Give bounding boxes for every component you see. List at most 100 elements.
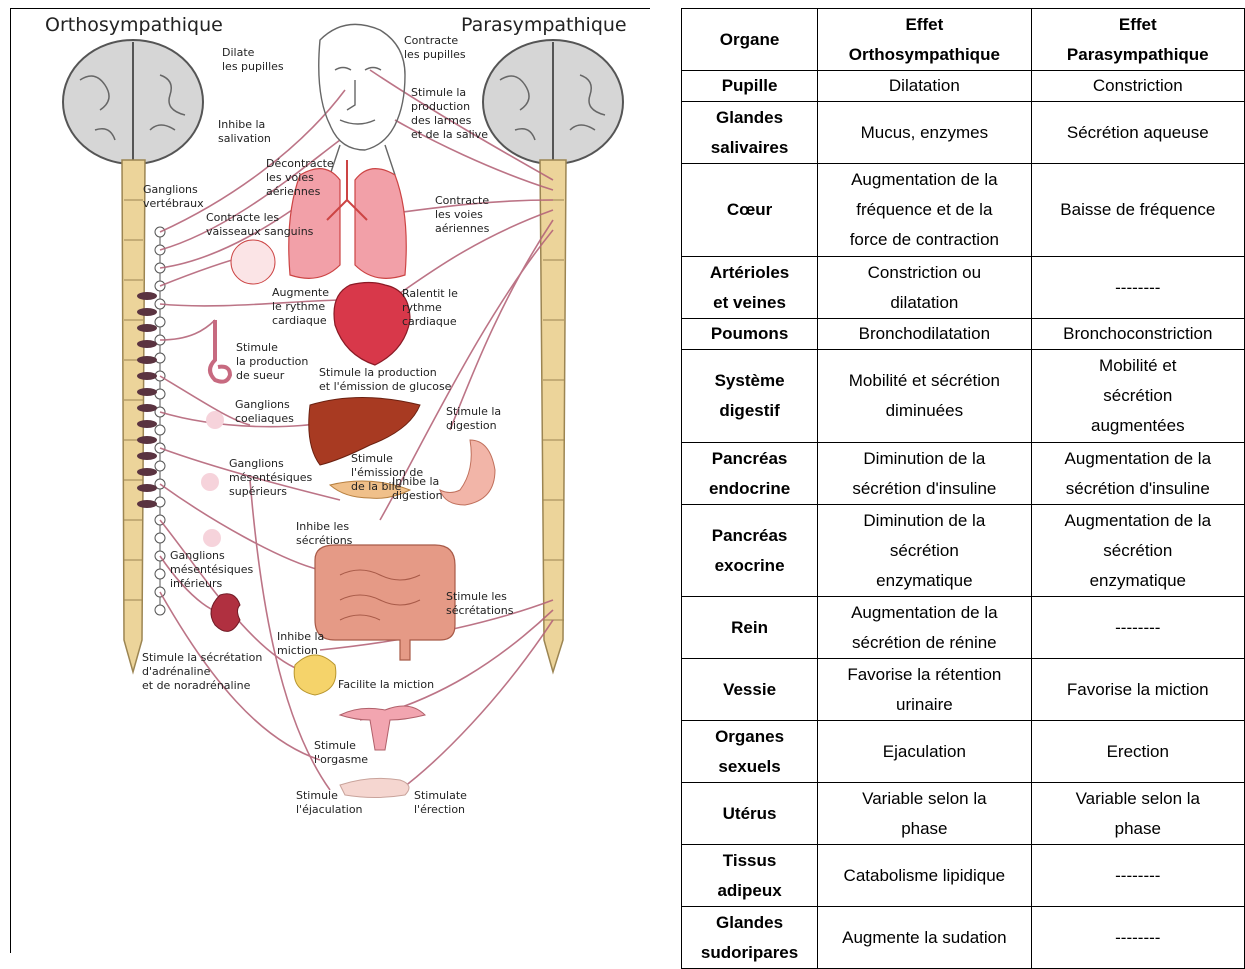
header-parasympathetic-effect: EffetParasympathique [1031, 9, 1244, 71]
label-contract-pupils: Contracteles pupilles [404, 34, 466, 62]
effects-table: Organe EffetOrthosympathique EffetParasy… [681, 8, 1245, 969]
label-facilitate-micturition: Facilite la miction [338, 678, 434, 692]
header-organ: Organe [682, 9, 818, 71]
sympathetic-effect-cell: Dilatation [818, 71, 1031, 102]
sympathetic-effect-cell: Ejaculation [818, 721, 1031, 783]
organ-cell: Rein [682, 597, 818, 659]
parasympathetic-effect-cell: Sécrétion aqueuse [1031, 102, 1244, 164]
inferior-mesenteric-ganglion-icon [203, 529, 221, 547]
face-icon [319, 24, 405, 175]
right-brain-icon [483, 40, 623, 164]
parasympathetic-effect-cell: Baisse de fréquence [1031, 164, 1244, 257]
kidney-icon [211, 594, 240, 632]
organ-cell: Poumons [682, 319, 818, 350]
table-row: PancréasendocrineDiminution de lasécréti… [682, 443, 1245, 505]
sympathetic-effect-cell: Mucus, enzymes [818, 102, 1031, 164]
parasympathetic-effect-cell: -------- [1031, 907, 1244, 969]
parasympathetic-effect-cell: Favorise la miction [1031, 659, 1244, 721]
superior-mesenteric-ganglion-icon [201, 473, 219, 491]
organ-cell: Pupille [682, 71, 818, 102]
organ-cell: Artérioleset veines [682, 257, 818, 319]
parasympathetic-effect-cell: -------- [1031, 597, 1244, 659]
sweat-gland-icon [210, 320, 230, 382]
left-brain-icon [63, 40, 203, 164]
right-spinal-cord-icon [540, 160, 566, 672]
parasympathetic-effect-cell: Erection [1031, 721, 1244, 783]
label-slow-heart-rate: Ralentit lerythmecardiaque [402, 287, 458, 329]
heart-icon [334, 283, 410, 366]
parasympathetic-title: Parasympathique [461, 14, 627, 36]
sympathetic-title: Orthosympathique [45, 14, 223, 36]
left-spinal-cord-icon [122, 160, 145, 672]
table-row: PoumonsBronchodilatationBronchoconstrict… [682, 319, 1245, 350]
parasympathetic-effect-cell: Bronchoconstriction [1031, 319, 1244, 350]
parasympathetic-effect-cell: Constriction [1031, 71, 1244, 102]
label-dilate-pupils: Dilateles pupilles [222, 46, 284, 74]
organ-cell: Utérus [682, 783, 818, 845]
sympathetic-effect-cell: Bronchodilatation [818, 319, 1031, 350]
parasympathetic-effect-cell: -------- [1031, 845, 1244, 907]
sympathetic-effect-cell: Augmente la sudation [818, 907, 1031, 969]
organ-cell: Cœur [682, 164, 818, 257]
stomach-icon [440, 440, 495, 505]
organ-cell: Vessie [682, 659, 818, 721]
intestines-icon [315, 545, 455, 660]
bladder-icon [294, 655, 336, 695]
coeliac-ganglion-icon [206, 411, 224, 429]
table-row: GlandessalivairesMucus, enzymesSécrétion… [682, 102, 1245, 164]
organ-cell: Pancréasendocrine [682, 443, 818, 505]
sympathetic-effect-cell: Catabolisme lipidique [818, 845, 1031, 907]
